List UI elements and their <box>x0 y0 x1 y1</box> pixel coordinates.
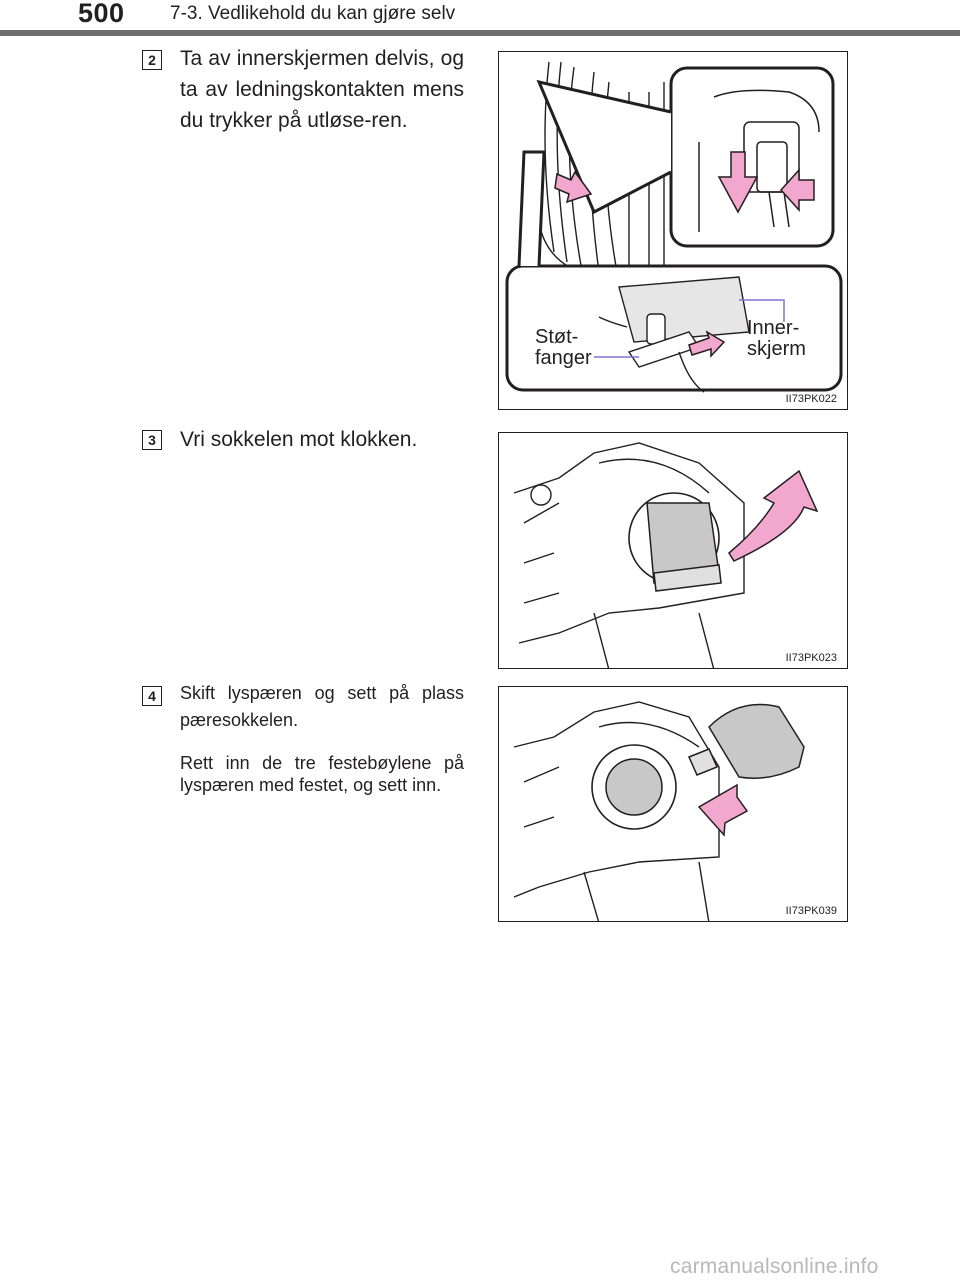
step-text-line: Ta av innerskjermen delvis, og ta av led… <box>180 47 464 132</box>
label-bumper: Støt- fanger <box>535 326 592 369</box>
socket-base <box>653 564 722 592</box>
callout-pointer <box>536 79 672 215</box>
header-rule <box>0 30 960 36</box>
callout-line <box>739 299 785 322</box>
label-inner-fender: Inner- skjerm <box>747 317 806 360</box>
bulb-base <box>687 748 719 776</box>
bulb <box>708 703 805 779</box>
detail-callout-connector <box>669 66 835 248</box>
watermark[interactable]: carmanualsonline.info <box>670 1255 879 1278</box>
step-instruction: Skift lyspæren og sett på plass pæresokk… <box>180 680 464 796</box>
page-number: 500 <box>78 0 125 28</box>
step-figure: II73PK039 <box>498 686 848 922</box>
step-figure: II73PK023 <box>498 432 848 669</box>
step-instruction: Ta av innerskjermen delvis, og ta av led… <box>180 43 464 136</box>
illustration-socket-rotation <box>513 442 819 668</box>
section-title: 7-3. Vedlikehold du kan gjøre selv <box>170 3 456 24</box>
headlight-housing-sketch <box>513 701 720 921</box>
step-text-line: Skift lyspæren og sett på plass pæresokk… <box>180 683 464 730</box>
illustration-bulb-install <box>513 701 805 921</box>
down-arrow <box>717 151 759 214</box>
push-arrow <box>779 168 815 212</box>
insert-arrow <box>697 783 749 837</box>
step-text-line: Rett inn de tre festebøylene på lyspæren… <box>180 753 464 795</box>
push-arrow <box>688 330 726 358</box>
push-arrow <box>554 170 593 204</box>
step-number-badge: 3 <box>142 430 162 450</box>
step-number-badge: 4 <box>142 686 162 706</box>
figure-code: II73PK039 <box>783 905 839 917</box>
illustration-connector-removal <box>505 61 843 393</box>
socket-opening <box>605 758 663 816</box>
headlight-housing-sketch <box>513 442 745 668</box>
clip-sketch <box>598 276 750 393</box>
step-instruction: Vri sokkelen mot klokken. <box>180 424 464 455</box>
step-figure: Støt- fanger Inner- skjerm II73PK022 <box>498 51 848 410</box>
step-text-line: Vri sokkelen mot klokken. <box>180 428 418 451</box>
step-number-badge: 2 <box>142 50 162 70</box>
callout-pointer <box>517 150 546 267</box>
figure-code: II73PK022 <box>783 393 839 405</box>
figure-code: II73PK023 <box>783 652 839 664</box>
rotate-counterclockwise-arrow <box>728 469 819 562</box>
